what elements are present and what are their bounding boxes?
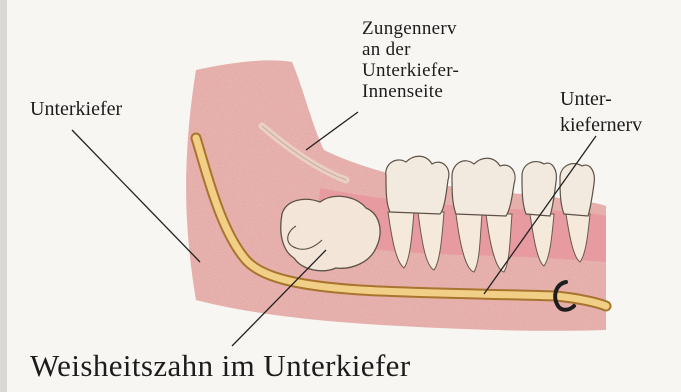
tooth-crowns [386,156,595,216]
leader-unterkiefer [72,130,200,262]
premolar-1 [522,162,556,216]
label-zungennerv: Zungennerv an der Unterkiefer- Innenseit… [362,18,459,102]
premolar-2 [560,164,594,216]
label-unterkiefernerv: Unter- kiefernerv [560,86,642,138]
molar-1 [386,156,449,214]
molar-2 [452,158,515,216]
wisdom-tooth [281,196,380,270]
label-weisheitszahn: Weisheitszahn im Unterkiefer [30,348,411,384]
label-unterkiefer: Unterkiefer [30,98,122,121]
